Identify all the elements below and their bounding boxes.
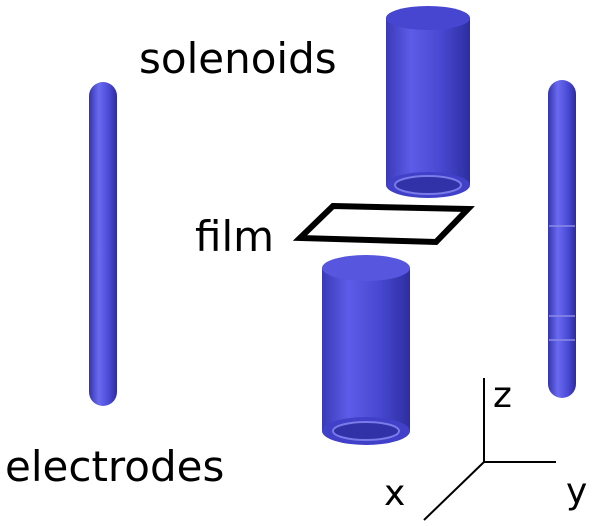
left-electrode [89,82,117,406]
solenoids-label: solenoids [139,34,337,83]
x-axis-label: x [384,473,406,514]
y-axis-label: y [566,471,588,512]
right-electrode [548,80,576,398]
film-label: film [195,212,275,261]
top-solenoid [386,6,470,198]
film [292,202,475,246]
coordinate-axes [423,378,556,521]
z-axis-label: z [493,375,512,416]
electrodes-label: electrodes [5,442,225,491]
bottom-solenoid [322,255,410,445]
